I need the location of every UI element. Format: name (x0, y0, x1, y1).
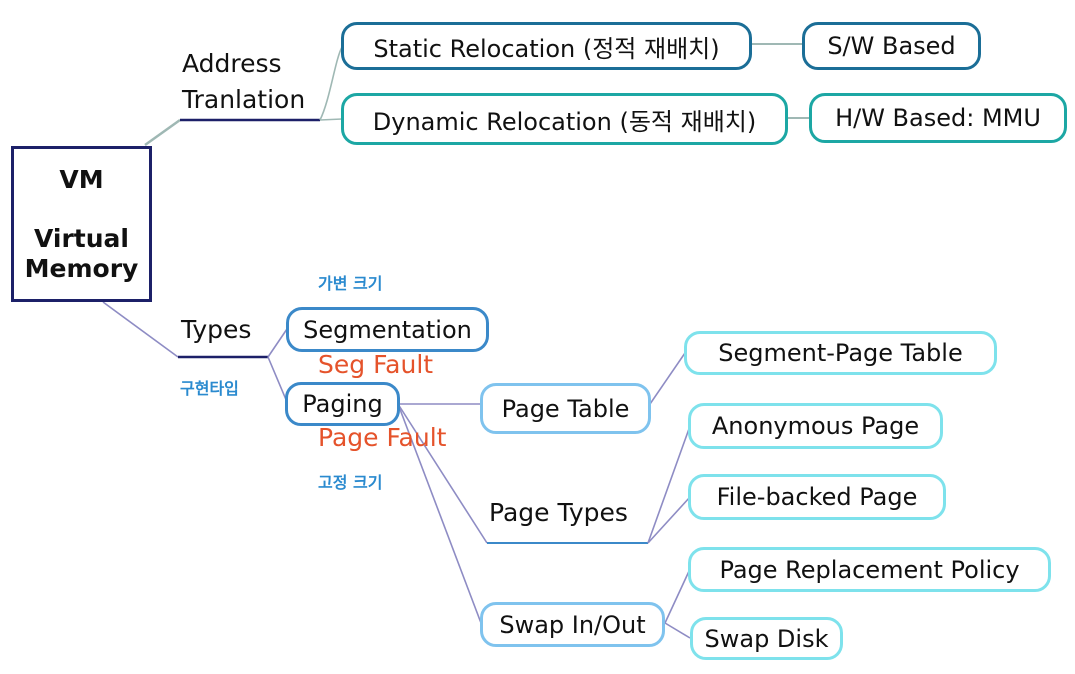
node-page-table[interactable]: Page Table (480, 383, 651, 434)
node-page-types[interactable]: Page Types (489, 498, 628, 527)
connector-swap-replacement (664, 568, 691, 624)
connector-types-paging (267, 356, 288, 403)
branch-address-line1: Address (182, 49, 282, 78)
node-swap-disk[interactable]: Swap Disk (690, 617, 843, 660)
note-variable-size: 가변 크기 (318, 274, 383, 293)
branch-address-translation[interactable]: Address Tranlation (182, 46, 305, 118)
root-node-virtual-memory[interactable]: VM Virtual Memory (11, 146, 152, 302)
connector-swap-disk (664, 622, 691, 639)
connector-pagetable-segmentpage (649, 352, 686, 405)
root-label-memory: Memory (24, 253, 139, 283)
branch-types[interactable]: Types (181, 315, 252, 344)
node-hw-based-mmu[interactable]: H/W Based: MMU (809, 93, 1067, 143)
connector-paging-pagetypes (397, 403, 488, 544)
node-page-replacement-policy[interactable]: Page Replacement Policy (688, 547, 1051, 592)
node-anonymous-page[interactable]: Anonymous Page (688, 403, 943, 449)
branch-address-line2: Tranlation (182, 85, 306, 114)
node-swap-in-out[interactable]: Swap In/Out (480, 602, 665, 647)
connector-root-address (144, 118, 181, 147)
root-label-virtual: Virtual (34, 224, 129, 254)
connector-root-types (102, 301, 179, 358)
node-static-relocation[interactable]: Static Relocation (정적 재배치) (341, 22, 752, 70)
node-segment-page-table[interactable]: Segment-Page Table (684, 331, 997, 375)
root-label-vm: VM (59, 164, 104, 194)
node-dynamic-relocation[interactable]: Dynamic Relocation (동적 재배치) (341, 93, 788, 145)
note-implementation-type: 구현타입 (180, 379, 239, 398)
node-sw-based[interactable]: S/W Based (802, 22, 981, 70)
connector-paging-swap (397, 403, 482, 624)
node-paging[interactable]: Paging (285, 382, 400, 426)
note-seg-fault: Seg Fault (318, 350, 434, 379)
note-page-fault: Page Fault (318, 423, 447, 452)
connector-address-static (319, 46, 343, 121)
node-segmentation[interactable]: Segmentation (286, 307, 489, 352)
connector-types-segmentation (267, 328, 288, 358)
connector-pagetypes-anonymous (647, 425, 691, 544)
node-file-backed-page[interactable]: File-backed Page (688, 474, 946, 520)
connector-pagetypes-filebacked (647, 496, 691, 544)
note-fixed-size: 고정 크기 (318, 473, 383, 492)
connector-address-dynamic (319, 118, 343, 121)
